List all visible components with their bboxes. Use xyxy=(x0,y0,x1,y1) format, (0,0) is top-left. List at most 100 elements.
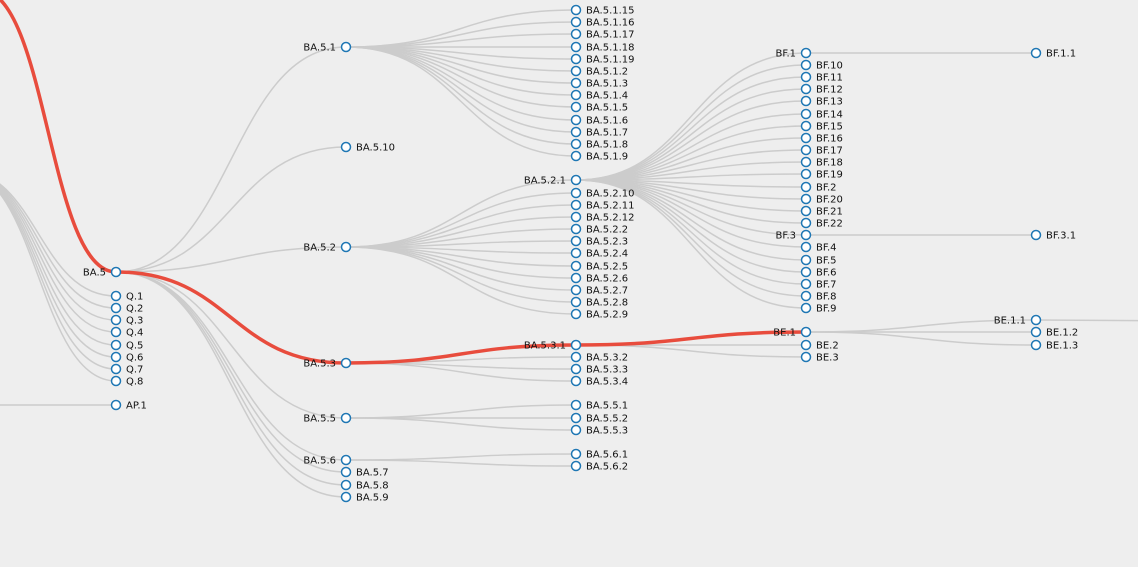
tree-node[interactable]: BF.12 xyxy=(800,83,843,96)
tree-node[interactable]: BF.9 xyxy=(800,302,837,315)
node-circle[interactable] xyxy=(570,235,582,247)
node-circle[interactable] xyxy=(800,278,812,290)
tree-node[interactable]: AP.1 xyxy=(110,399,147,412)
tree-node[interactable]: BA.5.1.17 xyxy=(570,28,635,41)
tree-node[interactable]: BA.5.2.6 xyxy=(570,272,629,285)
node-circle[interactable] xyxy=(570,16,582,28)
tree-node[interactable]: BA.5.1.19 xyxy=(570,53,635,66)
node-circle[interactable] xyxy=(800,326,812,338)
tree-node[interactable]: BA.5.5.2 xyxy=(570,412,629,425)
node-circle[interactable] xyxy=(800,205,812,217)
tree-node[interactable]: Q.4 xyxy=(110,326,144,339)
node-circle[interactable] xyxy=(110,314,122,326)
node-circle[interactable] xyxy=(570,412,582,424)
tree-node[interactable]: BF.3 xyxy=(775,229,812,242)
tree-node[interactable]: BA.5.1 xyxy=(303,41,352,54)
node-circle[interactable] xyxy=(570,89,582,101)
tree-node[interactable]: BA.5.1.15 xyxy=(570,4,635,17)
tree-node[interactable]: BF.2 xyxy=(800,181,837,194)
node-circle[interactable] xyxy=(110,290,122,302)
node-circle[interactable] xyxy=(800,229,812,241)
node-circle[interactable] xyxy=(110,363,122,375)
node-circle[interactable] xyxy=(800,83,812,95)
node-circle[interactable] xyxy=(570,284,582,296)
tree-node[interactable]: BF.3.1 xyxy=(1030,229,1077,242)
node-circle[interactable] xyxy=(570,101,582,113)
node-circle[interactable] xyxy=(340,141,352,153)
tree-node[interactable]: BF.17 xyxy=(800,144,843,157)
node-circle[interactable] xyxy=(570,363,582,375)
tree-node[interactable]: BA.5.1.5 xyxy=(570,101,629,114)
tree-node[interactable]: BF.18 xyxy=(800,156,843,169)
tree-node[interactable]: Q.7 xyxy=(110,363,144,376)
node-circle[interactable] xyxy=(570,296,582,308)
tree-node[interactable]: BA.5.9 xyxy=(340,491,389,504)
node-circle[interactable] xyxy=(340,466,352,478)
node-circle[interactable] xyxy=(570,260,582,272)
tree-node[interactable]: BE.1.3 xyxy=(1030,339,1079,352)
node-circle[interactable] xyxy=(570,223,582,235)
tree-node[interactable]: Q.5 xyxy=(110,339,144,352)
node-circle[interactable] xyxy=(1030,326,1042,338)
node-circle[interactable] xyxy=(1030,47,1042,59)
node-circle[interactable] xyxy=(110,339,122,351)
tree-node[interactable]: BA.5.2.1 xyxy=(524,174,582,187)
node-circle[interactable] xyxy=(570,187,582,199)
node-circle[interactable] xyxy=(570,424,582,436)
tree-node[interactable]: BF.19 xyxy=(800,168,843,181)
node-circle[interactable] xyxy=(570,174,582,186)
tree-node[interactable]: BF.1 xyxy=(775,47,812,60)
tree-node[interactable]: BA.5.2.2 xyxy=(570,223,629,236)
node-circle[interactable] xyxy=(570,448,582,460)
node-circle[interactable] xyxy=(800,266,812,278)
node-circle[interactable] xyxy=(800,71,812,83)
node-circle[interactable] xyxy=(570,199,582,211)
tree-node[interactable]: BF.10 xyxy=(800,59,843,72)
tree-node[interactable]: BF.14 xyxy=(800,108,843,121)
tree-node[interactable]: BE.1.1 xyxy=(994,314,1042,327)
node-circle[interactable] xyxy=(340,41,352,53)
tree-node[interactable]: BA.5.7 xyxy=(340,466,389,479)
node-circle[interactable] xyxy=(800,181,812,193)
tree-node[interactable]: BA.5.2.8 xyxy=(570,296,629,309)
tree-node[interactable]: BE.1 xyxy=(773,326,812,339)
node-circle[interactable] xyxy=(800,144,812,156)
node-circle[interactable] xyxy=(570,150,582,162)
tree-node[interactable]: BF.8 xyxy=(800,290,837,303)
tree-node[interactable]: BA.5.1.6 xyxy=(570,114,629,127)
node-circle[interactable] xyxy=(110,399,122,411)
node-circle[interactable] xyxy=(340,454,352,466)
tree-node[interactable]: BF.6 xyxy=(800,266,837,279)
node-circle[interactable] xyxy=(800,254,812,266)
node-circle[interactable] xyxy=(570,247,582,259)
tree-node[interactable]: BA.5.3.4 xyxy=(570,375,629,388)
node-circle[interactable] xyxy=(570,375,582,387)
node-circle[interactable] xyxy=(340,412,352,424)
tree-node[interactable]: BE.2 xyxy=(800,339,839,352)
tree-node[interactable]: BA.5.1.2 xyxy=(570,65,629,78)
tree-node[interactable]: BA.5.5 xyxy=(303,412,352,425)
tree-node[interactable]: BA.5.2.9 xyxy=(570,308,629,321)
tree-node[interactable]: BF.11 xyxy=(800,71,843,84)
tree-node[interactable]: BA.5.2.5 xyxy=(570,260,629,273)
tree-node[interactable]: Q.1 xyxy=(110,290,144,303)
tree-node[interactable]: BA.5.8 xyxy=(340,479,389,492)
tree-node[interactable]: BA.5.2.12 xyxy=(570,211,635,224)
tree-node[interactable]: BA.5.1.4 xyxy=(570,89,629,102)
tree-node[interactable]: BA.5 xyxy=(83,266,122,279)
tree-node[interactable]: BA.5.10 xyxy=(340,141,395,154)
tree-node[interactable]: Q.2 xyxy=(110,302,144,315)
node-circle[interactable] xyxy=(340,479,352,491)
node-circle[interactable] xyxy=(110,302,122,314)
tree-node[interactable]: BE.3 xyxy=(800,351,839,364)
tree-node[interactable]: BA.5.2.11 xyxy=(570,199,635,212)
tree-node[interactable]: BA.5.2.7 xyxy=(570,284,629,297)
node-circle[interactable] xyxy=(570,399,582,411)
node-circle[interactable] xyxy=(570,339,582,351)
node-circle[interactable] xyxy=(570,77,582,89)
node-circle[interactable] xyxy=(800,47,812,59)
tree-node[interactable]: BF.13 xyxy=(800,95,843,108)
node-circle[interactable] xyxy=(800,156,812,168)
tree-node[interactable]: BA.5.1.9 xyxy=(570,150,629,163)
tree-node[interactable]: BA.5.2.4 xyxy=(570,247,629,260)
